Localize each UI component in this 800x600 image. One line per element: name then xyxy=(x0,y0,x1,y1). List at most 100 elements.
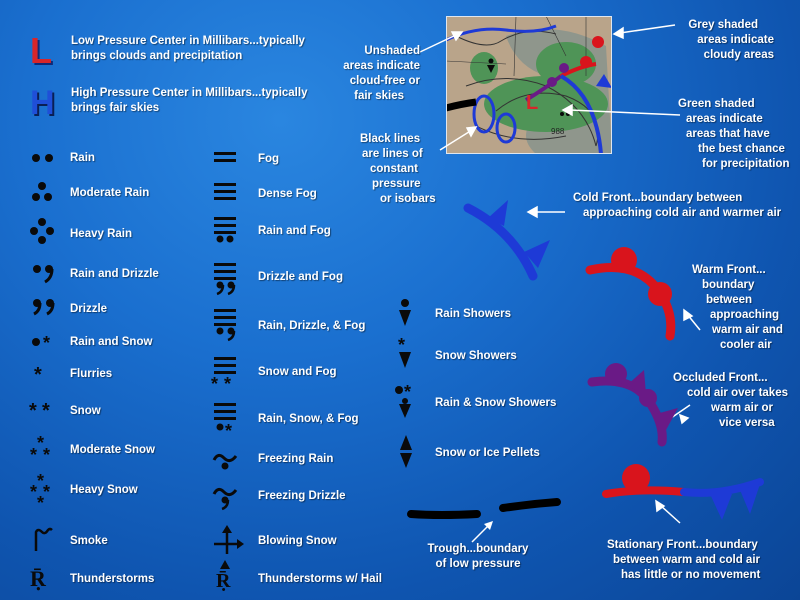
stationary-front-symbol xyxy=(602,464,764,520)
drizzle-and-fog-icon xyxy=(214,263,236,296)
rain-snow-fog-icon: * xyxy=(214,403,236,441)
trough-line-1: Trough...boundary xyxy=(427,543,529,555)
warm-front-line-3: between xyxy=(706,294,753,306)
rain-snow-fog-label: Rain, Snow, & Fog xyxy=(258,413,359,425)
freezing-drizzle-label: Freezing Drizzle xyxy=(258,490,346,502)
warm-front-label: Warm Front... boundary between approachi… xyxy=(692,263,792,353)
rain-showers-icon xyxy=(399,299,411,326)
svg-text:*: * xyxy=(37,493,44,513)
occluded-front-label: Occluded Front... cold air over takes wa… xyxy=(673,371,798,431)
occluded-front-line-2: cold air over takes xyxy=(687,387,788,399)
callout-grey: Grey shaded areas indicate cloudy areas xyxy=(670,18,774,63)
map-blue-ring-2 xyxy=(495,112,517,144)
trough-pointer-arrow xyxy=(471,521,493,543)
callout-isobars-1: Black lines xyxy=(360,133,421,145)
rain-and-drizzle-label: Rain and Drizzle xyxy=(70,268,159,280)
svg-text:*: * xyxy=(225,421,232,441)
callout-unshaded-2: areas indicate xyxy=(343,60,420,72)
map-blue-line xyxy=(446,24,557,42)
callout-green-5: for precipitation xyxy=(702,158,790,170)
svg-text:*: * xyxy=(404,382,411,402)
heavy-snow-label: Heavy Snow xyxy=(70,484,138,496)
high-pressure-symbol: H xyxy=(30,84,55,122)
callout-green-3: areas that have xyxy=(686,128,770,140)
snow-ice-pellets-icon xyxy=(400,435,412,468)
freezing-rain-label: Freezing Rain xyxy=(258,453,334,465)
svg-text:*: * xyxy=(43,333,50,353)
rain-and-snow-label: Rain and Snow xyxy=(70,336,153,348)
rain-and-fog-label: Rain and Fog xyxy=(258,225,331,237)
warm-front-line-6: cooler air xyxy=(720,339,772,351)
moderate-rain-label: Moderate Rain xyxy=(70,187,150,199)
stationary-front-line-1: Stationary Front...boundary xyxy=(607,539,758,551)
callout-unshaded: Unshaded areas indicate cloud-free or fa… xyxy=(340,44,420,104)
freezing-rain-icon xyxy=(212,453,238,470)
snow-and-fog-icon: * * xyxy=(211,357,236,394)
rain-and-drizzle-icon xyxy=(33,265,54,284)
map-occluded-front xyxy=(524,74,563,102)
stationary-front-line-2: between warm and cold air xyxy=(613,554,760,566)
map-low-center: L xyxy=(526,92,538,114)
snow-and-fog-label: Snow and Fog xyxy=(258,366,337,378)
svg-text:*: * xyxy=(211,374,218,394)
fog-icon xyxy=(214,152,236,162)
occluded-front-line-4: vice versa xyxy=(719,417,775,429)
thunderstorm-hail-icon: Ṝ xyxy=(216,570,231,592)
svg-text:*: * xyxy=(30,482,37,502)
drizzle-icon xyxy=(33,299,55,316)
trough-label: Trough...boundary of low pressure xyxy=(416,542,540,572)
callout-grey-1: Grey shaded xyxy=(688,19,758,31)
high-pressure-label: High Pressure Center in Millibars...typi… xyxy=(71,87,308,114)
callout-green-4: the best chance xyxy=(698,143,785,155)
moderate-snow-icon: * * * xyxy=(30,433,50,465)
map-trough xyxy=(446,98,477,112)
svg-text:*: * xyxy=(37,471,44,491)
callout-isobars-2: are lines of xyxy=(362,148,423,160)
dense-fog-icon xyxy=(214,183,236,200)
callout-unshaded-4: fair skies xyxy=(354,90,404,102)
blowing-snow-label: Blowing Snow xyxy=(258,535,337,547)
stationary-front-label: Stationary Front...boundary between warm… xyxy=(607,538,797,583)
svg-text:*: * xyxy=(224,374,231,394)
snow-showers-icon: * xyxy=(398,335,411,368)
thunderstorms-label: Thunderstorms xyxy=(70,573,155,585)
moderate-snow-label: Moderate Snow xyxy=(70,444,155,456)
freezing-drizzle-icon xyxy=(212,487,238,511)
callout-unshaded-3: cloud-free or xyxy=(349,75,420,87)
warm-front-line-5: warm air and xyxy=(712,324,783,336)
svg-text:*: * xyxy=(43,482,50,502)
heavy-snow-icon: * * * * xyxy=(30,471,50,513)
rain-drizzle-fog-label: Rain, Drizzle, & Fog xyxy=(258,320,366,332)
snow-showers-label: Snow Showers xyxy=(435,350,517,362)
moderate-rain-icon xyxy=(32,182,52,201)
svg-text:*: * xyxy=(42,400,50,422)
cold-front-symbol xyxy=(463,200,550,281)
trough-line-2: of low pressure xyxy=(435,558,521,570)
trough-line xyxy=(407,498,561,519)
occluded-front-symbol xyxy=(587,363,678,447)
cold-front-line-2: approaching cold air and warmer air xyxy=(583,207,782,219)
thunderstorms-hail-label: Thunderstorms w/ Hail xyxy=(258,573,382,585)
svg-text:*: * xyxy=(34,364,42,386)
cold-front-line-1: Cold Front...boundary between xyxy=(573,192,743,204)
isobar-4 xyxy=(475,125,567,140)
rain-snow-showers-icon: * xyxy=(395,382,411,418)
cold-front-label: Cold Front...boundary between approachin… xyxy=(573,191,798,221)
smoke-icon xyxy=(34,527,53,551)
heavy-rain-label: Heavy Rain xyxy=(70,228,133,240)
svg-text:*: * xyxy=(398,335,405,355)
snow-icon: * * xyxy=(29,400,50,422)
state-border xyxy=(446,16,587,77)
rain-snow-showers-label: Rain & Snow Showers xyxy=(435,397,557,409)
stationary-front-line-3: has little or no movement xyxy=(621,569,761,581)
warm-front-line-2: boundary xyxy=(702,279,755,291)
smoke-label: Smoke xyxy=(70,535,108,547)
callout-isobars-3: constant xyxy=(370,163,418,175)
drizzle-label: Drizzle xyxy=(70,303,108,315)
warm-front-line-4: approaching xyxy=(710,309,780,321)
callout-unshaded-1: Unshaded xyxy=(364,45,420,57)
svg-text:*: * xyxy=(29,400,37,422)
rain-label: Rain xyxy=(70,152,95,164)
svg-text:*: * xyxy=(30,445,37,465)
